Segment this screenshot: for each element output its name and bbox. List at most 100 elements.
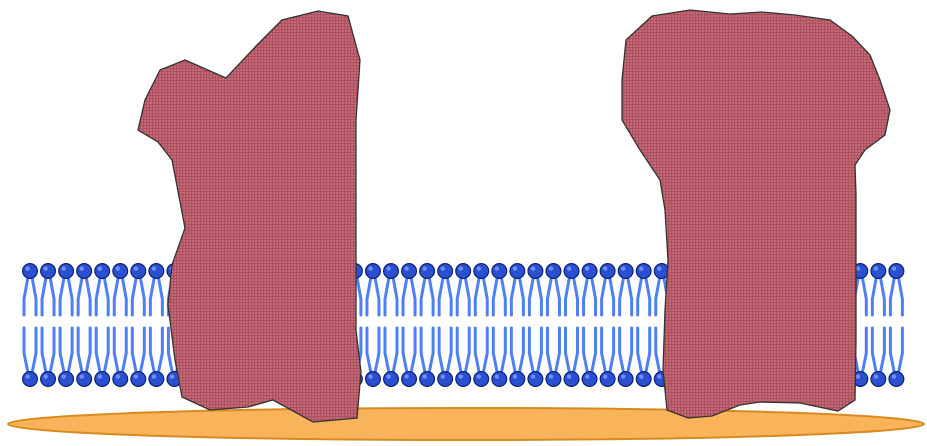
lipid-head-highlight [441,374,445,378]
lipid-tail-upper [457,277,469,315]
lipid-tail-lower [511,328,523,373]
lipid-head-highlight [98,266,102,270]
lipid-tail-upper [150,277,162,315]
lipid-head-lower [456,372,471,387]
lipid-tail-lower [620,328,632,373]
lipid-head-upper [113,264,128,279]
lipid-head-upper [149,264,164,279]
lipid-head-highlight [621,374,625,378]
lipid-tail-upper [602,277,614,315]
lipid-tail-lower [403,328,415,373]
lipid-head-upper [41,264,56,279]
lipid-head-highlight [856,374,860,378]
lipid-tail-upper [421,277,433,315]
lipid-tail-upper [60,277,72,315]
lipid-head-upper [23,264,38,279]
lipid-head-upper [366,264,381,279]
lipid-head-highlight [116,374,120,378]
lipid-head-lower [59,372,74,387]
lipid-tail-lower [439,328,451,373]
lipid-head-highlight [513,374,517,378]
lipid-head-highlight [441,266,445,270]
lipid-head-highlight [116,266,120,270]
lipid-tail-upper [385,277,397,315]
lipid-head-lower [889,372,904,387]
lipid-head-lower [438,372,453,387]
lipid-tail-lower [385,328,397,373]
lipid-tail-upper [584,277,596,315]
lipid-head-lower [564,372,579,387]
lipid-head-highlight [134,266,138,270]
lipid-tail-lower [421,328,433,373]
lipid-head-highlight [404,266,408,270]
lipid-tail-lower [60,328,72,373]
lipid-head-upper [636,264,651,279]
lipid-head-highlight [585,374,589,378]
lipid-tail-lower [638,328,650,373]
lipid-tail-lower [367,328,379,373]
lipid-tail-lower [872,328,884,373]
lipid-head-highlight [62,266,66,270]
lipid-head-lower [600,372,615,387]
lipid-head-lower [402,372,417,387]
lipid-head-highlight [874,266,878,270]
lipid-head-upper [384,264,399,279]
lipid-tail-upper [566,277,578,315]
lipid-head-highlight [495,266,499,270]
lipid-head-upper [528,264,543,279]
lipid-head-lower [131,372,146,387]
lipid-head-lower [510,372,525,387]
lipid-head-highlight [404,374,408,378]
lipid-tail-lower [24,328,36,373]
lipid-head-upper [582,264,597,279]
lipid-tail-upper [114,277,126,315]
lipid-head-upper [618,264,633,279]
lipid-head-highlight [585,266,589,270]
lipid-head-highlight [892,374,896,378]
lipid-head-upper [492,264,507,279]
lipid-tail-lower [78,328,90,373]
lipid-head-upper [564,264,579,279]
lipid-head-highlight [639,266,643,270]
lipid-tail-lower [566,328,578,373]
lipid-tail-upper [493,277,505,315]
lipid-tail-lower [150,328,162,373]
lipid-head-highlight [134,374,138,378]
lipid-tail-lower [114,328,126,373]
lipid-head-lower [528,372,543,387]
lipid-tail-upper [620,277,632,315]
lipid-head-lower [149,372,164,387]
lipid-head-highlight [892,266,896,270]
lipid-tail-upper [403,277,415,315]
lipid-tail-upper [367,277,379,315]
lipid-head-highlight [531,266,535,270]
lipid-head-lower [23,372,38,387]
lipid-tail-upper [42,277,54,315]
lipid-head-lower [41,372,56,387]
lipid-head-upper [474,264,489,279]
lipid-head-highlight [386,374,390,378]
lipid-head-highlight [477,266,481,270]
lipid-tail-upper [78,277,90,315]
protein-left [138,11,361,422]
lipid-tail-upper [529,277,541,315]
lipid-tail-upper [96,277,108,315]
lipid-head-highlight [549,266,553,270]
lipid-head-highlight [567,266,571,270]
lipid-head-highlight [657,374,661,378]
lipid-head-highlight [80,266,84,270]
lipid-head-lower [474,372,489,387]
lipid-tail-upper [475,277,487,315]
lipid-head-upper [131,264,146,279]
lipid-tail-upper [872,277,884,315]
lipid-head-upper [420,264,435,279]
lipid-head-highlight [386,266,390,270]
lipid-head-upper [871,264,886,279]
lipid-head-upper [889,264,904,279]
lipid-head-lower [582,372,597,387]
lipid-head-upper [546,264,561,279]
lipid-tail-lower [547,328,559,373]
lipid-tail-lower [475,328,487,373]
lipid-head-lower [420,372,435,387]
